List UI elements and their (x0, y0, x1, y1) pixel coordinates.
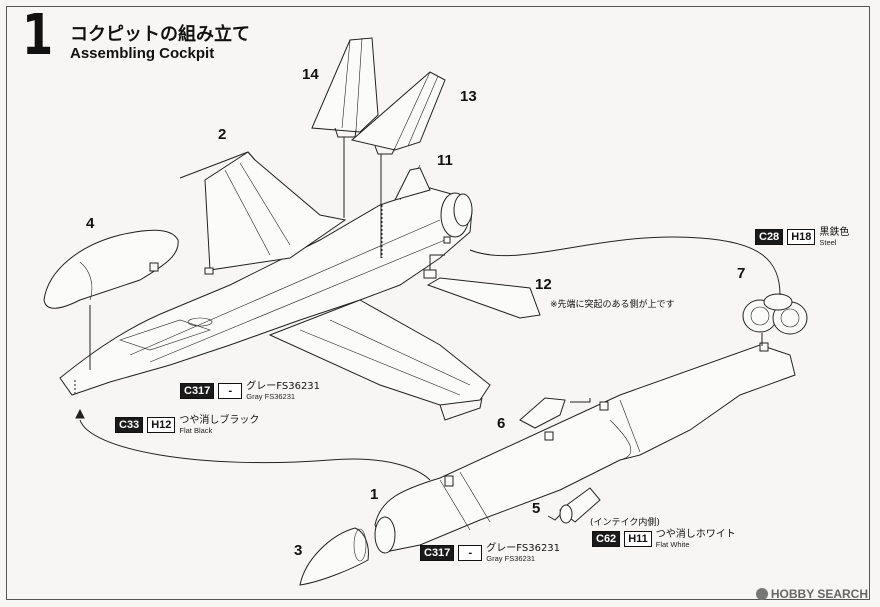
part-7-exhaust-drawing (742, 293, 808, 335)
paint-flat-white-subnote: (インテイク内側) (590, 518, 660, 528)
part-number-4: 4 (86, 215, 95, 232)
step-title-en: Assembling Cockpit (70, 45, 215, 62)
watermark-brand: HOBBY SEARCH (770, 587, 868, 601)
paint-flat-black: C33 H12 つや消しブラック Flat Black (115, 415, 260, 435)
step-title-jp: コクピットの組み立て (70, 24, 250, 45)
paint-name-flat-white-en: Flat White (655, 539, 690, 549)
paint-name-gray-top-jp: グレーFS36231 (246, 381, 321, 392)
watermark-logo-icon (755, 588, 768, 600)
part-4-canopy-drawing (43, 229, 179, 309)
paint-name-steel: 黒鉄色 Steel (819, 227, 850, 247)
paint-name-steel-jp: 黒鉄色 (819, 227, 850, 238)
paint-name-flat-black: つや消しブラック Flat Black (179, 415, 260, 435)
paint-name-gray-bottom-en: Gray FS36231 (486, 553, 536, 563)
paint-code-flat-black-h: H12 (147, 417, 176, 434)
paint-code-flat-black-c: C33 (115, 417, 144, 434)
paint-gray-top: C317 - グレーFS36231 Gray FS36231 (180, 381, 321, 401)
paint-name-flat-white-jp: つや消しホワイト (655, 529, 736, 540)
part-3-nose-drawing (299, 527, 369, 586)
paint-code-gray-top-c: C317 (180, 383, 215, 400)
paint-code-gray-bottom-c: C317 (420, 545, 455, 562)
step-number: 1 (22, 3, 54, 68)
paint-name-gray-bottom-jp: グレーFS36231 (486, 543, 561, 554)
paint-gray-bottom: C317 - グレーFS36231 Gray FS36231 (420, 543, 561, 563)
paint-flat-white: C62 H11 つや消しホワイト Flat White (592, 529, 736, 549)
page-frame (6, 6, 870, 600)
part-6-drawing (519, 397, 566, 429)
part-number-12: 12 (535, 276, 552, 293)
paint-code-steel-c: C28 (755, 229, 784, 246)
upper-fuselage-drawing (59, 151, 491, 421)
paint-name-flat-black-en: Flat Black (179, 425, 213, 435)
part-number-14: 14 (302, 66, 319, 83)
part-number-5: 5 (532, 500, 541, 517)
paint-name-flat-black-jp: つや消しブラック (179, 415, 260, 426)
part-number-1: 1 (370, 486, 379, 503)
part-number-3: 3 (294, 542, 303, 559)
part-5-intake-drawing (559, 487, 601, 524)
watermark: HOBBY SEARCH (755, 587, 868, 601)
part-14-fin-drawing (311, 37, 379, 138)
part-number-13: 13 (460, 88, 477, 105)
part-1-lower-fuselage-drawing (374, 342, 796, 554)
paint-code-flat-white-c: C62 (592, 531, 621, 548)
part-12-stabilizer-drawing (423, 269, 541, 319)
paint-code-steel-h: H18 (787, 229, 816, 246)
part-number-11: 11 (437, 152, 453, 169)
protrusion-note: ※先端に突起のある側が上です (550, 300, 675, 310)
guide-lines (74, 137, 781, 521)
paint-name-steel-en: Steel (819, 237, 837, 247)
paint-steel: C28 H18 黒鉄色 Steel (755, 227, 850, 247)
part-number-6: 6 (497, 415, 506, 432)
paint-code-flat-white-h: H11 (624, 531, 652, 548)
paint-name-flat-white: つや消しホワイト Flat White (655, 529, 736, 549)
part-number-7: 7 (737, 265, 746, 282)
part-13-fin-drawing (350, 71, 446, 155)
paint-code-gray-top-h: - (218, 383, 243, 400)
paint-name-gray-top: グレーFS36231 Gray FS36231 (246, 381, 321, 401)
paint-name-gray-bottom: グレーFS36231 Gray FS36231 (486, 543, 561, 563)
paint-code-gray-bottom-h: - (458, 545, 483, 562)
paint-name-gray-top-en: Gray FS36231 (246, 391, 296, 401)
part-number-2: 2 (218, 126, 227, 143)
